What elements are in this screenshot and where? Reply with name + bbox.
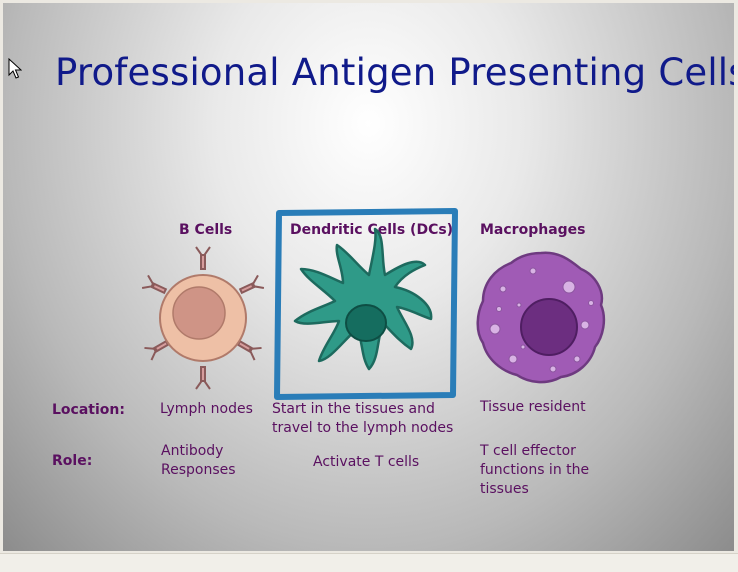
macrophage-icon bbox=[476, 251, 606, 384]
row-label-location: Location: bbox=[52, 402, 125, 418]
page-title: Professional Antigen Presenting Cells bbox=[55, 51, 734, 94]
dendritic-cell-location: Start in the tissues and travel to the l… bbox=[272, 401, 454, 436]
b-cell-role: Antibody Responses bbox=[161, 443, 236, 478]
b-cell-icon bbox=[141, 246, 265, 390]
header-b-cells: B Cells bbox=[179, 222, 233, 238]
slide: Professional Antigen Presenting Cells B … bbox=[3, 3, 734, 551]
mouse-cursor-icon bbox=[8, 58, 22, 79]
dendritic-cell-role: Activate T cells bbox=[313, 454, 420, 470]
macrophage-role: T cell effector functions in the tissues bbox=[480, 443, 590, 497]
header-macrophages: Macrophages bbox=[480, 222, 586, 238]
b-cell-location: Lymph nodes bbox=[160, 401, 253, 417]
header-dendritic-cells: Dendritic Cells (DCs) bbox=[290, 222, 454, 238]
bottom-bar bbox=[0, 553, 738, 572]
row-label-role: Role: bbox=[52, 453, 93, 469]
dendritic-cell-icon bbox=[274, 208, 458, 400]
macrophage-location: Tissue resident bbox=[480, 399, 586, 415]
